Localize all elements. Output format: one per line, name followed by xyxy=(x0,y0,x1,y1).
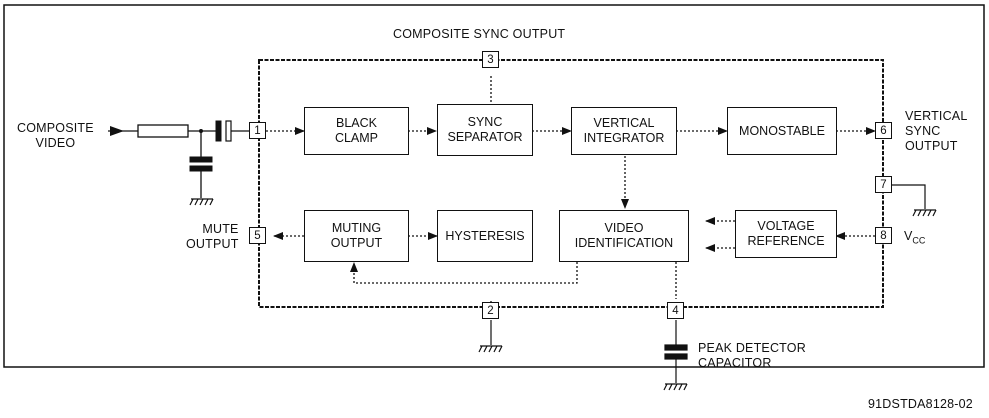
voltage-reference-block: VOLTAGE REFERENCE xyxy=(735,210,837,258)
figure-frame xyxy=(3,4,985,368)
figure-code-label: 91DSTDA8128-02 xyxy=(868,397,973,411)
monostable-block: MONOSTABLE xyxy=(727,107,837,155)
muting-output-block: MUTING OUTPUT xyxy=(304,210,409,262)
pin2-ground-wire xyxy=(478,320,503,353)
vertical-integrator-block: VERTICAL INTEGRATOR xyxy=(571,107,677,155)
peak-detector-capacitor xyxy=(663,320,688,391)
sync-separator-block: SYNC SEPARATOR xyxy=(437,104,533,156)
shunt-capacitor xyxy=(189,156,213,198)
pin-3: 3 xyxy=(482,51,499,68)
series-capacitor xyxy=(215,120,249,142)
path-videoid-feedback xyxy=(350,262,578,284)
vcc-label: VCC xyxy=(904,229,926,246)
hysteresis-block: HYSTERESIS xyxy=(437,210,533,262)
composite-sync-output-label: COMPOSITE SYNC OUTPUT xyxy=(393,27,566,41)
input-arrow-head xyxy=(110,126,124,136)
pin-6: 6 xyxy=(875,122,892,139)
video-identification-block: VIDEO IDENTIFICATION xyxy=(559,210,689,262)
pin-1: 1 xyxy=(249,122,266,139)
composite-video-label: COMPOSITE VIDEO xyxy=(17,121,94,150)
pin-5: 5 xyxy=(249,227,266,244)
pin-2: 2 xyxy=(482,302,499,319)
black-clamp-block: BLACK CLAMP xyxy=(304,107,409,155)
pin7-ground-wire xyxy=(892,184,937,217)
input-network xyxy=(108,124,216,157)
pin-4: 4 xyxy=(667,302,684,319)
peak-detector-capacitor-label: PEAK DETECTOR CAPACITOR xyxy=(698,341,806,370)
vertical-sync-output-label: VERTICAL SYNC OUTPUT xyxy=(905,109,968,153)
pin-7: 7 xyxy=(875,176,892,193)
pin-8: 8 xyxy=(875,227,892,244)
ground-symbol-input xyxy=(189,198,214,206)
ic-boundary xyxy=(258,59,884,308)
input-resistor xyxy=(137,124,189,138)
mute-output-label: MUTE OUTPUT xyxy=(186,222,239,251)
